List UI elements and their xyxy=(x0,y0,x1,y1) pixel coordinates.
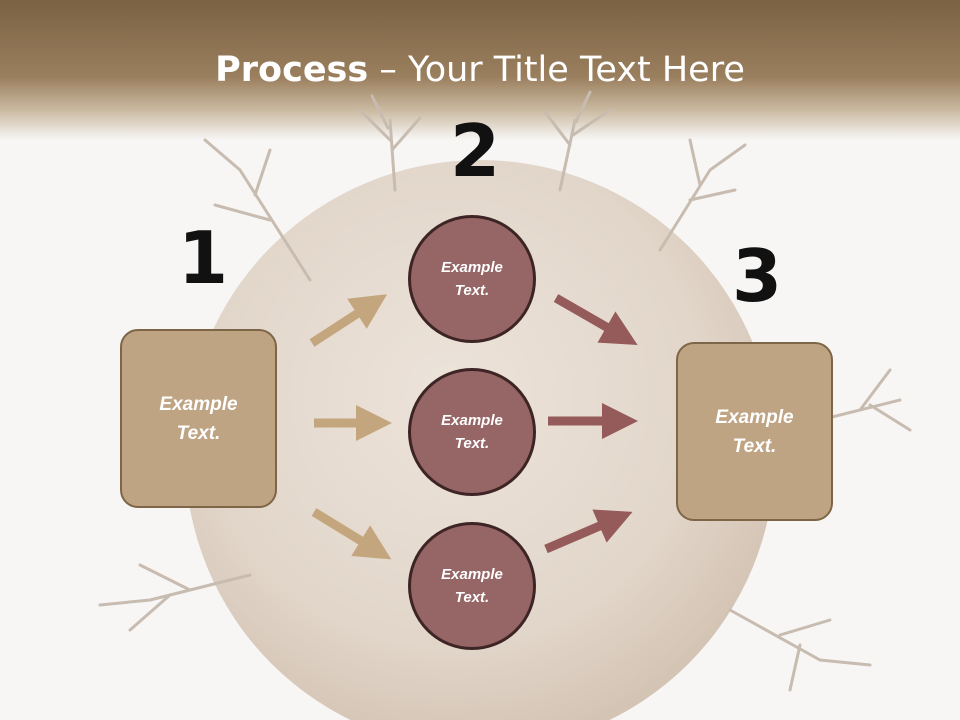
step-1-text-line2: Text. xyxy=(176,422,221,444)
circle-middle-line2: Text. xyxy=(454,435,490,452)
circle-top-line2: Text. xyxy=(454,282,490,299)
circle-top-line1: Example xyxy=(441,259,503,276)
circle-bottom: Example Text. xyxy=(408,522,536,650)
circle-middle-line1: Example xyxy=(441,412,503,429)
circle-bottom-line1: Example xyxy=(441,566,503,583)
step-3-text-line2: Text. xyxy=(732,435,777,457)
arrow-bottom-to-step3 xyxy=(544,509,633,554)
arrow-to-top-circle xyxy=(309,294,388,347)
title-bold: Process xyxy=(215,50,369,90)
step-1-box: Example Text. xyxy=(120,329,277,508)
header-band xyxy=(0,0,960,140)
step-3-text-line1: Example xyxy=(715,406,794,428)
step-number-1: 1 xyxy=(178,216,229,300)
circle-top: Example Text. xyxy=(408,215,536,343)
circle-bottom-line2: Text. xyxy=(454,589,490,606)
arrow-to-bottom-circle xyxy=(311,508,392,560)
step-number-3: 3 xyxy=(732,234,783,318)
page-title: Process – Your Title Text Here xyxy=(0,50,960,90)
step-1-text-line1: Example xyxy=(159,393,238,415)
title-rest: – Your Title Text Here xyxy=(368,50,745,90)
tree-silhouettes xyxy=(98,90,912,692)
circle-middle: Example Text. xyxy=(408,368,536,496)
step-number-2: 2 xyxy=(450,109,501,193)
step-3-box: Example Text. xyxy=(676,342,833,521)
arrow-top-to-step3 xyxy=(553,294,638,345)
